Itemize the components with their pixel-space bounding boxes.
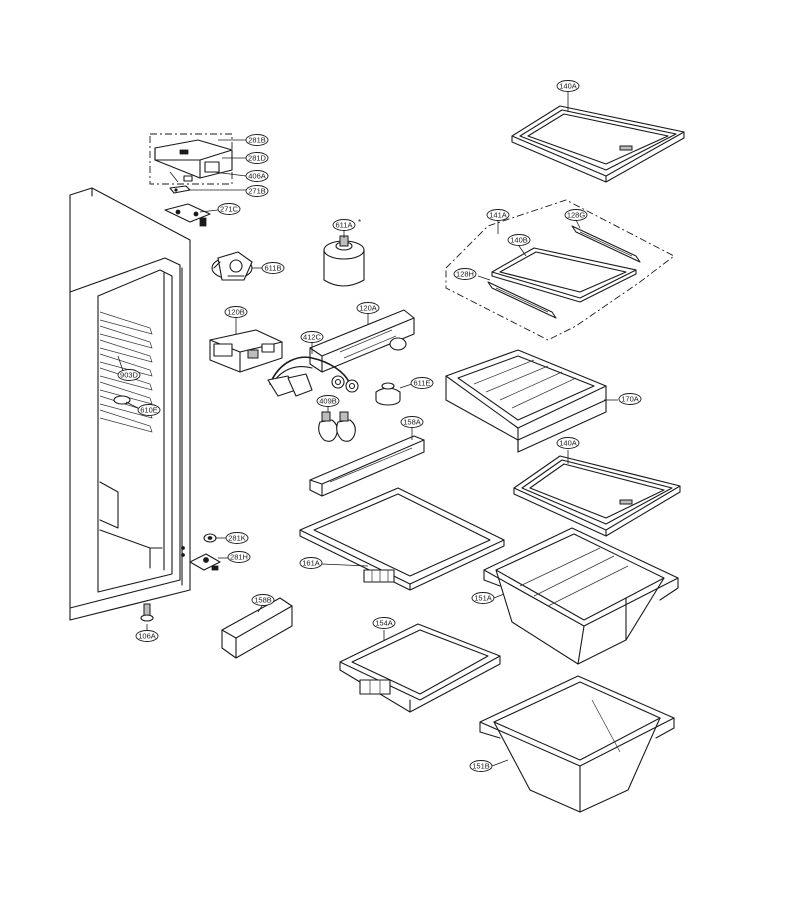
- callout-151B: 151B: [469, 760, 493, 772]
- svg-text:154A: 154A: [375, 619, 393, 628]
- crisper-drawer-151B: [479, 675, 675, 813]
- shelf-161A: [299, 487, 505, 591]
- svg-text:120A: 120A: [359, 304, 377, 313]
- svg-text:271B: 271B: [248, 187, 266, 196]
- svg-text:281H: 281H: [230, 553, 248, 562]
- callout-281B: 281B: [245, 134, 269, 146]
- fan-motor-611B: [211, 251, 253, 281]
- callout-611A: 611A: [332, 219, 356, 231]
- svg-text:106A: 106A: [138, 632, 156, 641]
- callout-611E: 611E: [410, 377, 434, 389]
- svg-text:151A: 151A: [474, 594, 492, 603]
- callout-271B: 271B: [245, 185, 269, 197]
- svg-text:170A: 170A: [621, 395, 639, 404]
- svg-text:611E: 611E: [414, 379, 431, 388]
- callout-903D: 903D: [117, 369, 141, 381]
- svg-text:140A: 140A: [559, 439, 577, 448]
- svg-text:903D: 903D: [120, 371, 139, 380]
- shelf-assembly-141A: [445, 199, 675, 341]
- callout-281H: 281H: [227, 551, 251, 563]
- callout-281K: 281K: [225, 532, 249, 544]
- callout-151A: 151A: [471, 592, 495, 604]
- control-module-group: [149, 133, 233, 185]
- duct-cover-120A: [309, 309, 415, 373]
- callout-140A-top: 140A: [556, 80, 580, 92]
- svg-text:140B: 140B: [510, 236, 528, 245]
- callout-281D: 281D: [245, 152, 269, 164]
- svg-text:611B: 611B: [265, 264, 282, 273]
- svg-text:128G: 128G: [567, 211, 586, 220]
- svg-text:151B: 151B: [472, 762, 490, 771]
- hinge-281K: [203, 533, 217, 543]
- callout-611B: 611B: [261, 262, 285, 274]
- cover-158B: [221, 597, 293, 659]
- callout-271C: 271C: [217, 203, 241, 215]
- callout-161A: 161A: [299, 557, 323, 569]
- svg-text:281D: 281D: [248, 154, 267, 163]
- leader-lines: [117, 92, 618, 767]
- module-120B: [209, 329, 283, 373]
- svg-text:158A: 158A: [403, 418, 421, 427]
- glass-shelf-140A-mid: [513, 455, 681, 537]
- svg-text:281B: 281B: [248, 136, 266, 145]
- tray-154A: [339, 623, 501, 713]
- callout-140B: 140B: [507, 234, 531, 246]
- callout-120B: 120B: [224, 306, 248, 318]
- svg-text:161A: 161A: [302, 559, 320, 568]
- bracket-271C: [164, 203, 211, 227]
- callout-406A: 406A: [245, 170, 269, 182]
- callout-409B: 409B: [316, 395, 340, 407]
- star-annotation: *: [358, 218, 361, 227]
- svg-text:406A: 406A: [248, 172, 266, 181]
- svg-text:120B: 120B: [227, 308, 245, 317]
- filter-cap-611E: [375, 382, 401, 406]
- drawer-170A: [445, 349, 607, 453]
- lamp-bulbs-409B: [318, 411, 356, 442]
- callout-128H: 128H: [453, 268, 477, 280]
- hinge-281H: [189, 553, 221, 571]
- svg-text:610E: 610E: [140, 406, 158, 415]
- svg-text:412C: 412C: [303, 333, 322, 342]
- callout-170A: 170A: [618, 393, 642, 405]
- svg-text:409B: 409B: [319, 397, 337, 406]
- crisper-drawer-151A: [483, 527, 679, 665]
- svg-text:281K: 281K: [228, 534, 246, 543]
- callout-128G: 128G: [564, 209, 588, 221]
- svg-text:611A: 611A: [336, 221, 353, 230]
- svg-text:271C: 271C: [220, 205, 239, 214]
- sensor-271B: [169, 185, 191, 194]
- callout-154A: 154A: [372, 617, 396, 629]
- callout-141A: 141A: [486, 209, 510, 221]
- callout-412C: 412C: [300, 331, 324, 343]
- callout-610E: 610E: [137, 404, 161, 416]
- callout-158A: 158A: [400, 416, 424, 428]
- leveling-foot-106A: [140, 603, 154, 622]
- svg-text:158B: 158B: [254, 596, 272, 605]
- callout-140A-mid: 140A: [556, 437, 580, 449]
- svg-text:141A: 141A: [489, 211, 507, 220]
- glass-shelf-140A-top: [511, 105, 685, 183]
- callout-120A: 120A: [356, 302, 380, 314]
- svg-text:128H: 128H: [456, 270, 474, 279]
- cover-158A: [309, 435, 425, 497]
- water-filter-611A: [323, 235, 365, 287]
- svg-text:140A: 140A: [559, 82, 577, 91]
- callout-106A: 106A: [135, 630, 159, 642]
- lamp-harness-412C: [267, 356, 359, 397]
- callout-158B: 158B: [251, 594, 275, 606]
